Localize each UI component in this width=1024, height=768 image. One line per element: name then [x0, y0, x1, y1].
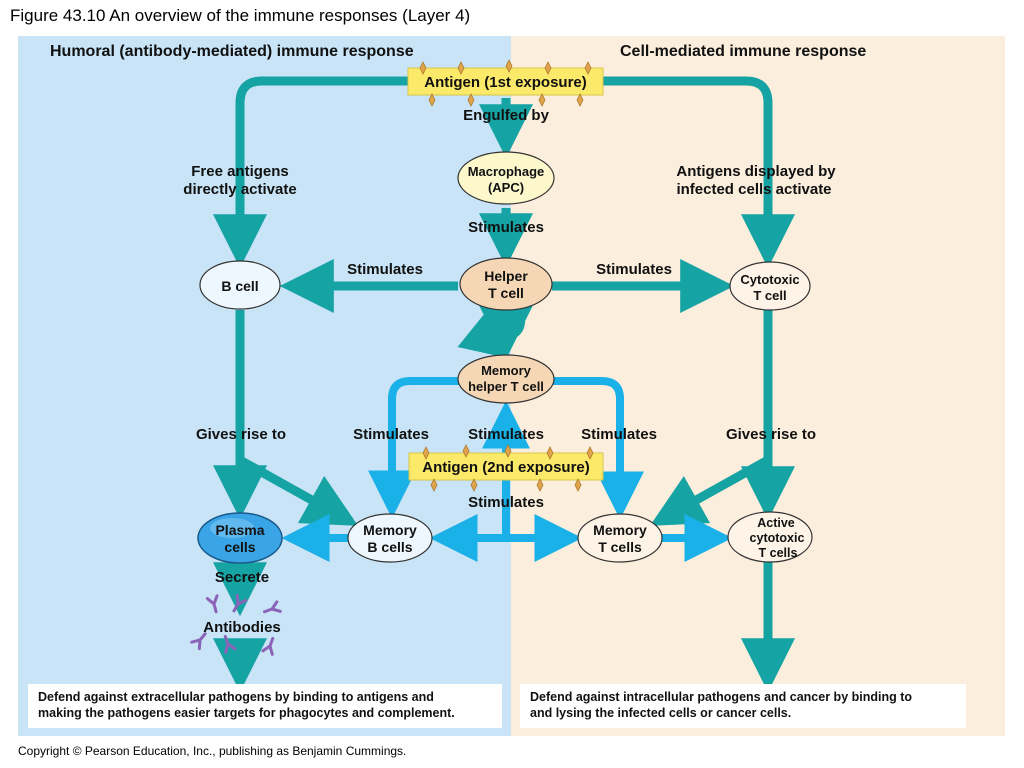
memory-helper-label-1: Memory — [481, 363, 532, 378]
memory-helper-t-cell: Memory helper T cell — [457, 354, 555, 404]
memory-t-label-1: Memory — [593, 522, 647, 538]
label-stimulates-memory-right: Stimulates — [581, 426, 657, 443]
defend-left-line1: Defend against extracellular pathogens b… — [38, 690, 434, 704]
helper-t-cell: Helper T cell — [459, 257, 553, 311]
defend-intracellular-box: Defend against intracellular pathogens a… — [520, 684, 966, 728]
helper-label-2: T cell — [488, 285, 524, 301]
cell-mediated-header: Cell-mediated immune response — [620, 43, 866, 60]
plasma-cells: Plasma cells — [197, 512, 283, 564]
antigen-particles-icon — [419, 59, 592, 107]
label-stimulates-apc: Stimulates — [468, 219, 544, 236]
arrow-helper-loop — [457, 300, 526, 359]
label-infected-cells-activate: infected cells activate — [676, 181, 831, 198]
cytotoxic-label-2: T cell — [753, 288, 786, 303]
antibody-icon — [262, 600, 282, 614]
cell-mediated-panel — [511, 36, 1005, 736]
memory-b-label-1: Memory — [363, 522, 417, 538]
active-label-1: Active — [757, 516, 795, 530]
label-stimulates-memory-center: Stimulates — [468, 426, 544, 443]
label-free-antigens: Free antigens — [191, 163, 289, 180]
antibody-icon — [261, 636, 275, 656]
arrow-bcell-memoryb — [237, 456, 359, 526]
label-engulfed-by: Engulfed by — [463, 107, 549, 124]
antibody-icons — [190, 593, 282, 656]
label-stimulates-memory-left: Stimulates — [353, 426, 429, 443]
memory-b-label-2: B cells — [367, 539, 412, 555]
figure-title: Figure 43.10 An overview of the immune r… — [10, 6, 471, 25]
label-gives-rise-left: Gives rise to — [196, 426, 286, 443]
antibody-icon — [223, 634, 237, 654]
humoral-header: Humoral (antibody-mediated) immune respo… — [50, 43, 414, 60]
active-label-2: cytotoxic — [750, 531, 805, 545]
b-cell-label: B cell — [221, 278, 258, 294]
label-antibodies: Antibodies — [203, 619, 281, 636]
label-antigens-displayed: Antigens displayed by — [676, 163, 836, 180]
helper-label-1: Helper — [484, 268, 528, 284]
arrow-cytotoxic-memoryt — [649, 456, 771, 526]
cytotoxic-t-cell: Cytotoxic T cell — [729, 261, 811, 311]
active-label-3: T cells — [759, 546, 798, 560]
apc-label: (APC) — [488, 180, 524, 195]
antibody-icon — [205, 594, 219, 614]
antigen-particles-icon — [422, 444, 594, 492]
memory-t-cells: Memory T cells — [577, 513, 663, 563]
defend-extracellular-box: Defend against extracellular pathogens b… — [28, 684, 502, 728]
humoral-panel — [18, 36, 511, 736]
antigen-2nd-exposure: Antigen (2nd exposure) — [408, 444, 604, 492]
arrow-memhelper-memoryb — [368, 377, 460, 519]
memory-helper-label-2: helper T cell — [468, 379, 544, 394]
macrophage-label: Macrophage — [468, 164, 545, 179]
copyright-notice: Copyright © Pearson Education, Inc., pub… — [18, 744, 407, 758]
defend-right-line2: and lysing the infected cells or cancer … — [530, 706, 791, 720]
antigen-1st-label: Antigen (1st exposure) — [424, 74, 587, 91]
arrow-antigens-displayed — [600, 76, 795, 269]
b-cell: B cell — [199, 260, 281, 310]
label-stimulates-right: Stimulates — [596, 261, 672, 278]
plasma-label-2: cells — [224, 539, 255, 555]
label-stimulates-2nd: Stimulates — [468, 494, 544, 511]
label-secrete: Secrete — [215, 569, 269, 586]
label-gives-rise-right: Gives rise to — [726, 426, 816, 443]
antigen-1st-exposure: Antigen (1st exposure) — [407, 59, 604, 107]
active-cytotoxic-t-cells: Active cytotoxic T cells — [727, 511, 813, 563]
defend-right-line1: Defend against intracellular pathogens a… — [530, 690, 912, 704]
antigen-2nd-label: Antigen (2nd exposure) — [422, 459, 590, 476]
label-stimulates-left: Stimulates — [347, 261, 423, 278]
plasma-label-1: Plasma — [215, 522, 264, 538]
cytotoxic-label-1: Cytotoxic — [740, 272, 799, 287]
label-directly-activate: directly activate — [183, 181, 296, 198]
memory-t-label-2: T cells — [598, 539, 642, 555]
antibody-icon — [232, 593, 248, 613]
antibody-icon — [190, 632, 207, 651]
defend-left-line2: making the pathogens easier targets for … — [38, 706, 455, 720]
arrow-free-antigens — [213, 76, 420, 269]
macrophage-apc-cell: Macrophage (APC) — [457, 151, 555, 205]
arrow-memhelper-memoryt — [552, 377, 644, 520]
memory-b-cells: Memory B cells — [347, 513, 433, 563]
